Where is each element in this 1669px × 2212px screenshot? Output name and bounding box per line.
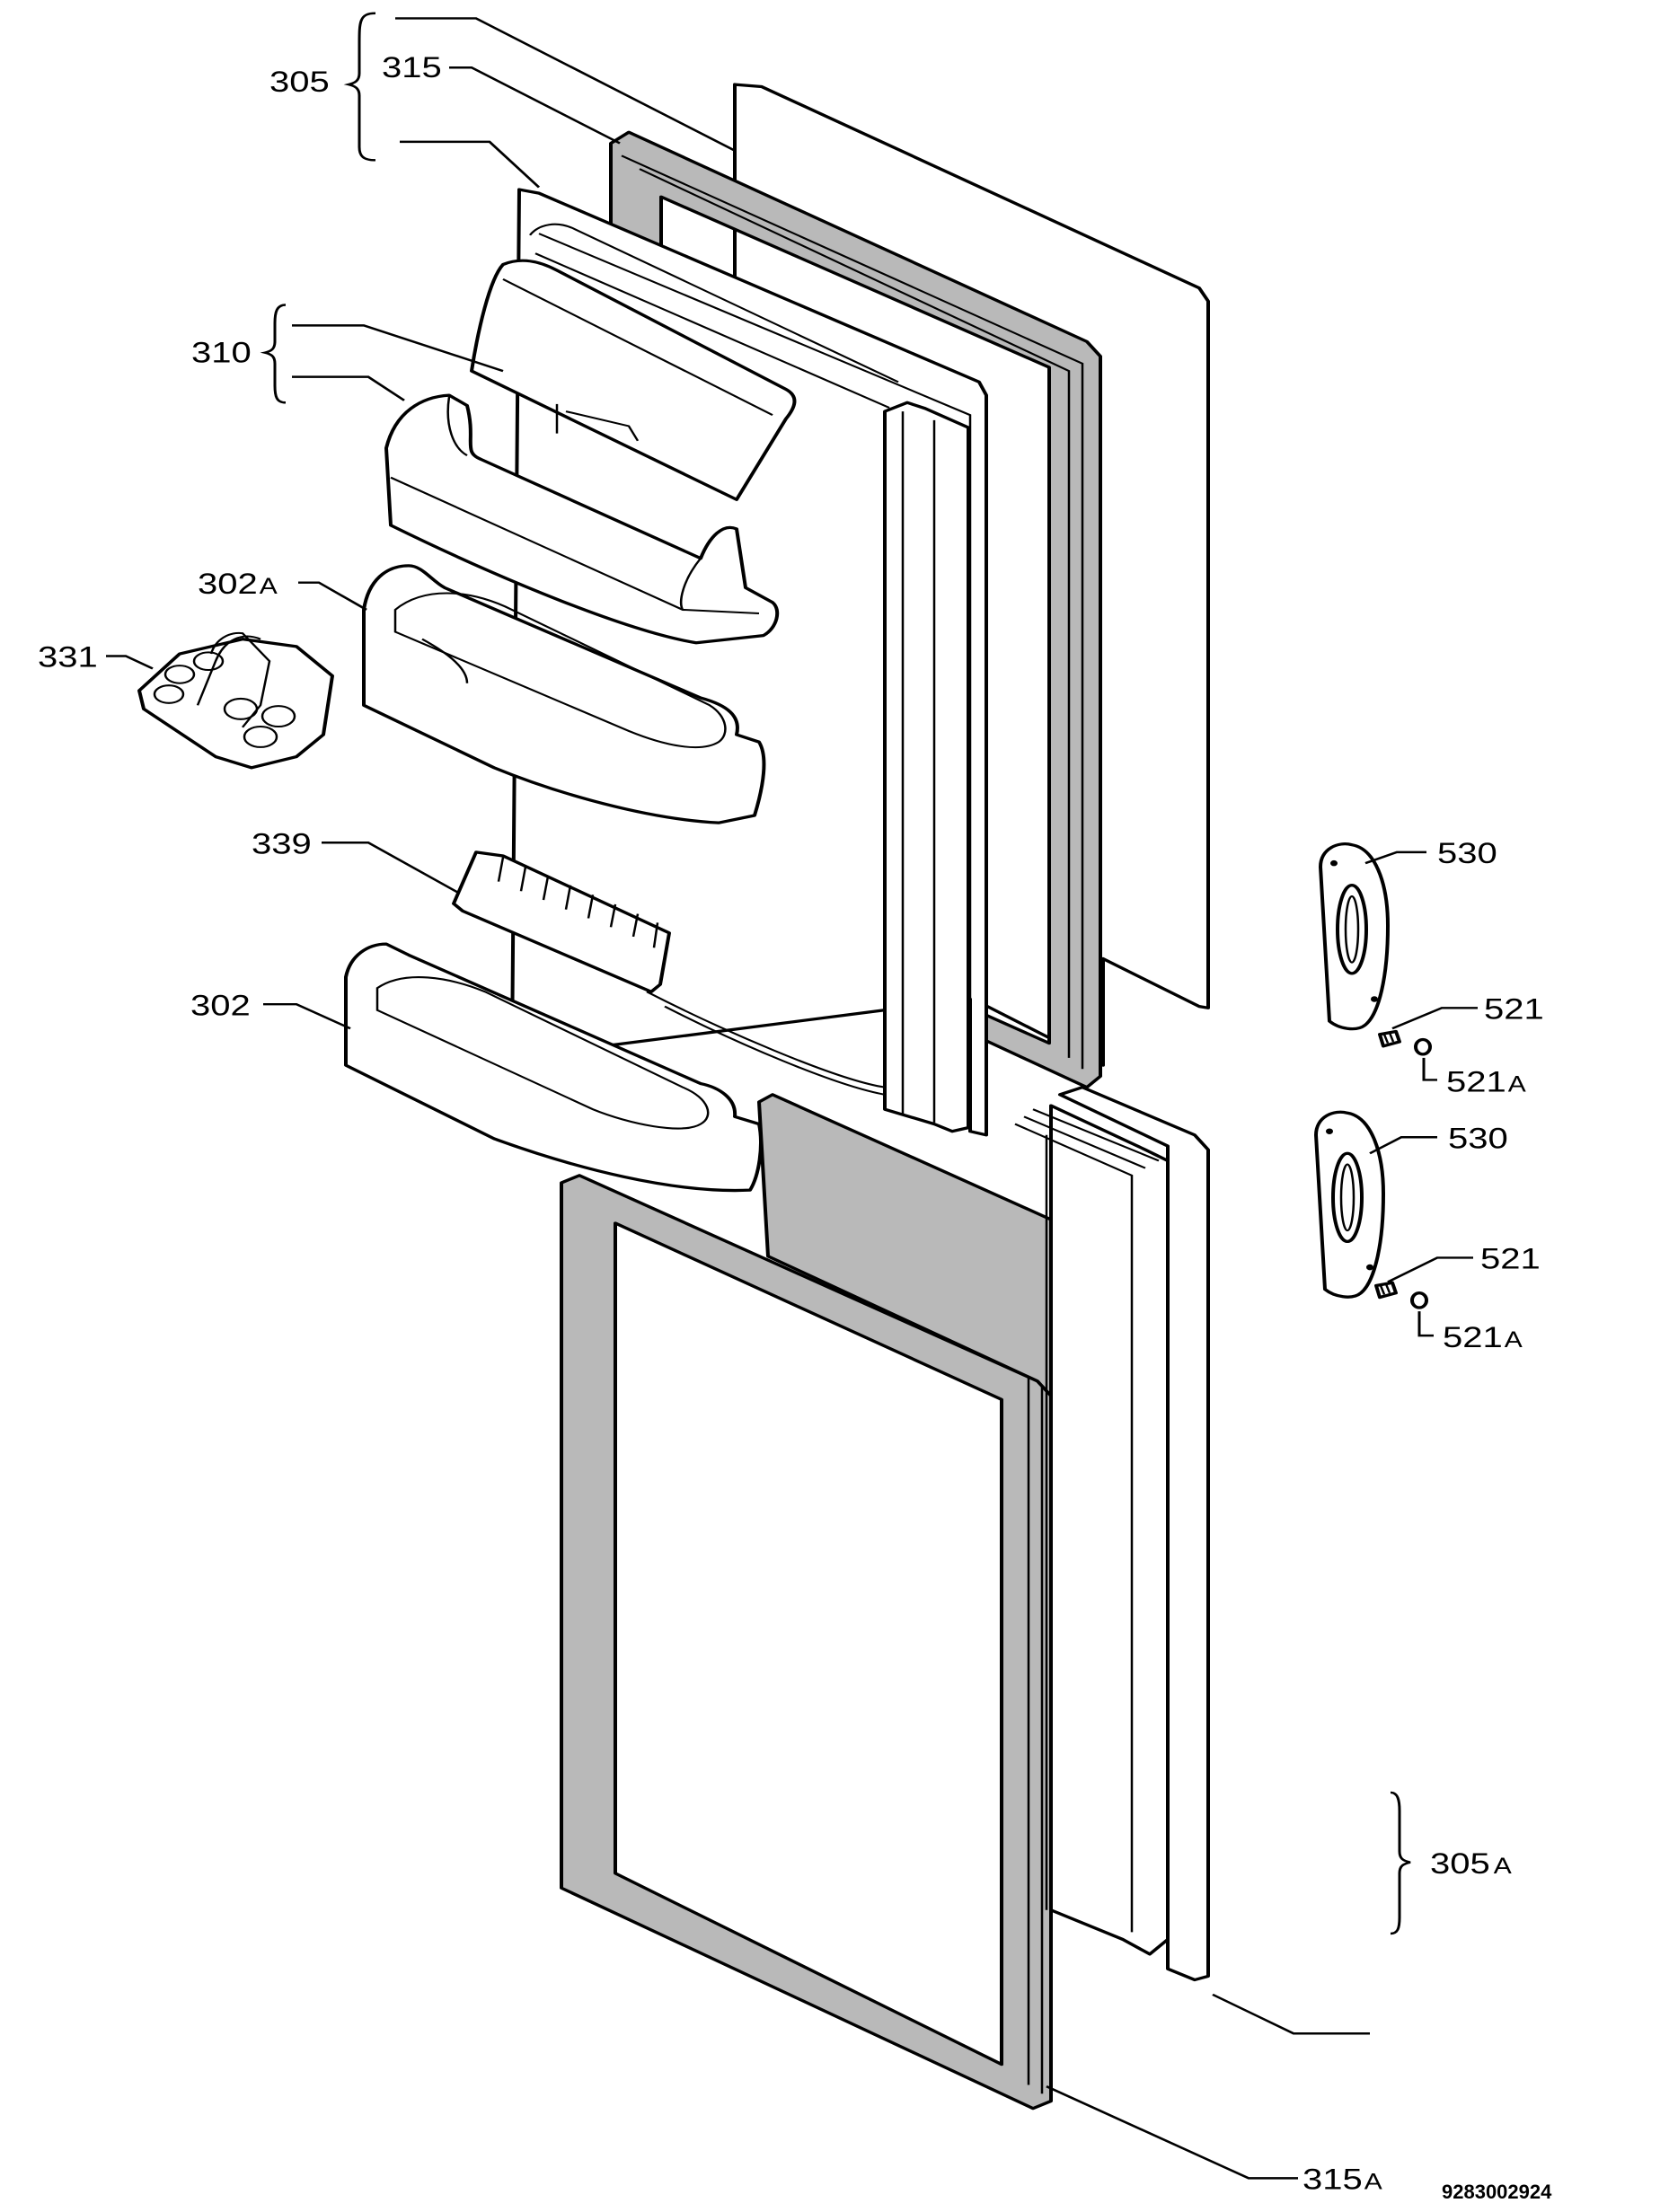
- label-521-upper: 521: [1484, 992, 1544, 1026]
- label-302A: 302A: [198, 567, 278, 600]
- lower-gasket-inner-lines: [757, 1093, 1053, 2094]
- hinge-screw-521-upper: [1378, 1029, 1401, 1048]
- label-521A-lower: 521A: [1443, 1321, 1523, 1354]
- part-labels: 305 315 310 302A 331 339 302 530 521 521…: [38, 50, 1544, 2195]
- label-305: 305: [269, 66, 330, 99]
- bottle-retainer: [452, 850, 671, 993]
- label-339: 339: [252, 827, 312, 860]
- label-530-upper: 530: [1437, 837, 1497, 870]
- label-331: 331: [38, 640, 98, 674]
- lower-door-panels: [1014, 1086, 1210, 1982]
- upper-door-shelf: [384, 393, 780, 645]
- label-530-lower: 530: [1448, 1122, 1508, 1155]
- hinge-screw-521-lower: [1374, 1281, 1398, 1300]
- washer-521A-lower: [1410, 1291, 1428, 1309]
- label-521-lower: 521: [1480, 1242, 1541, 1275]
- hinge-plate-530-upper: [1319, 842, 1390, 1031]
- label-302: 302: [190, 989, 251, 1022]
- hinge-plate-530-lower: [1314, 1110, 1385, 1299]
- label-315A: 315A: [1303, 2163, 1383, 2196]
- upper-gasket-inner-lines: [621, 154, 1084, 1070]
- egg-tray: [137, 631, 334, 770]
- document-number: 9283002924: [1442, 2181, 1552, 2203]
- label-521A-upper: 521A: [1446, 1065, 1527, 1098]
- diagram-content: 305 315 310 302A 331 339 302 530 521 521…: [38, 12, 1544, 2196]
- label-310: 310: [191, 336, 252, 369]
- leader-lines: [106, 12, 1478, 2180]
- dairy-compartment-flap: [470, 259, 797, 501]
- label-315: 315: [382, 50, 442, 84]
- door-shelf-302A: [362, 564, 766, 824]
- washer-521A-upper: [1414, 1037, 1432, 1056]
